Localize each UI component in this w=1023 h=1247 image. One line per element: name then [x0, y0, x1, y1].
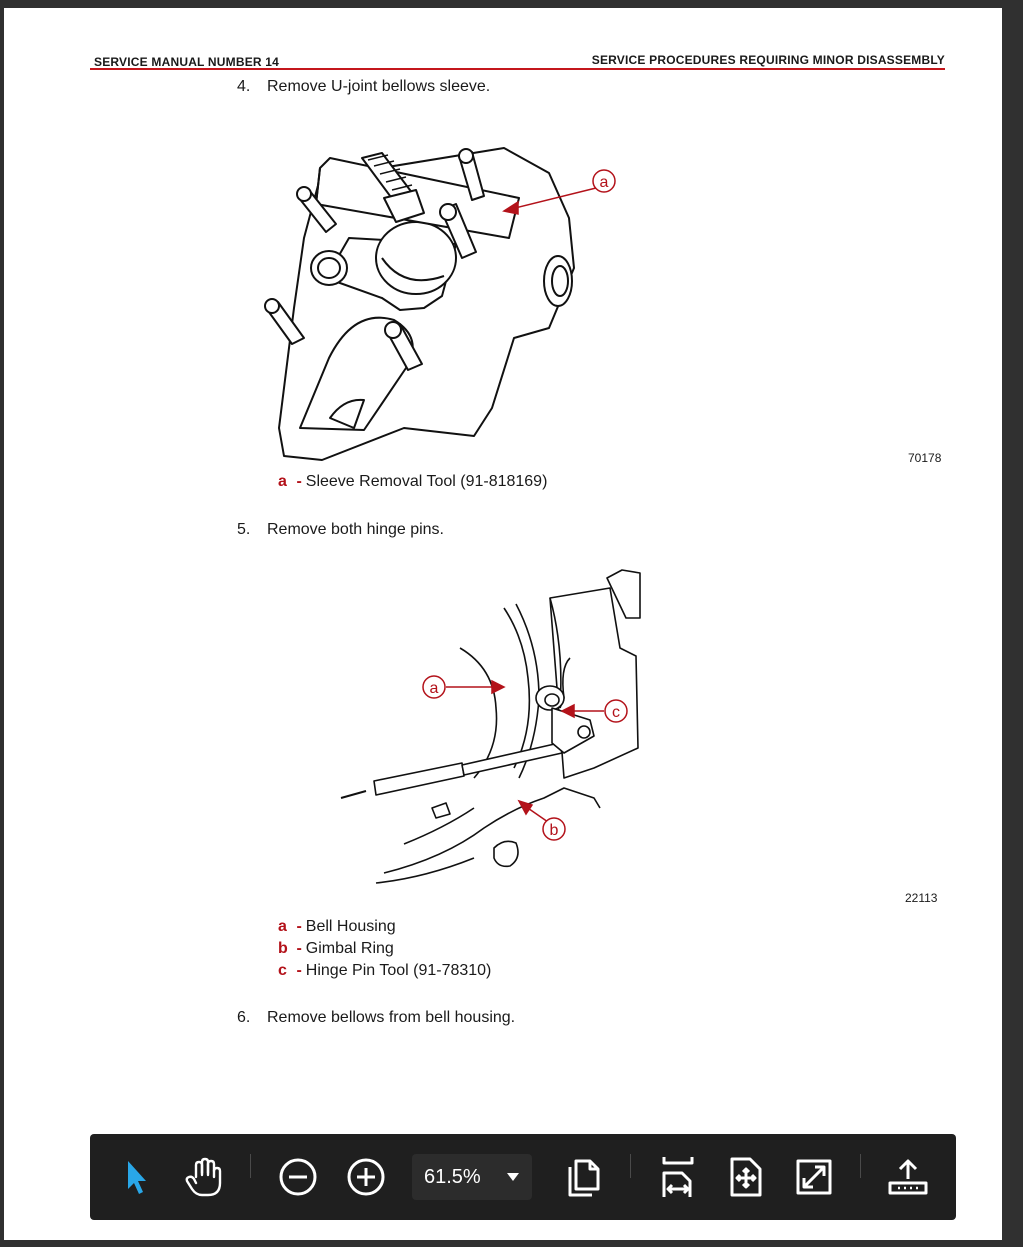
toolbar-separator [860, 1154, 861, 1178]
figure-hinge-pins: a c b [340, 569, 641, 884]
legend-dash: - [296, 962, 302, 979]
step-4: 4. Remove U-joint bellows sleeve. [237, 78, 490, 96]
callout-label: a [430, 680, 439, 697]
zoom-value: 61.5% [424, 1165, 481, 1188]
viewer-toolbar: 61.5% [90, 1134, 956, 1220]
legend-item: a -Bell Housing [278, 916, 491, 938]
fit-width-icon[interactable] [656, 1134, 700, 1220]
legend-dash: - [296, 918, 302, 935]
legend-key: c [278, 962, 287, 979]
step-number: 6. [237, 1009, 251, 1026]
toolbar-separator [630, 1154, 631, 1178]
legend-item: c -Hinge Pin Tool (91-78310) [278, 960, 491, 982]
legend-key: a [278, 918, 287, 935]
legend-text: Hinge Pin Tool (91-78310) [305, 962, 492, 979]
figure-sleeve-removal: a [264, 147, 616, 461]
toolbar-separator [250, 1154, 251, 1178]
document-page: SERVICE MANUAL NUMBER 14 SERVICE PROCEDU… [4, 8, 1002, 1240]
hand-pan-icon[interactable] [178, 1134, 230, 1220]
callout-label: c [612, 704, 620, 721]
step-text: Remove U-joint bellows sleeve. [267, 78, 491, 95]
legend-text: Gimbal Ring [305, 940, 394, 957]
callout-a-fig1 [502, 169, 616, 215]
select-cursor-icon[interactable] [116, 1134, 156, 1220]
step-number: 5. [237, 521, 251, 538]
step-6: 6. Remove bellows from bell housing. [237, 1009, 515, 1027]
header-left: SERVICE MANUAL NUMBER 14 [94, 55, 280, 69]
step-text: Remove both hinge pins. [267, 521, 444, 538]
step-5: 5. Remove both hinge pins. [237, 521, 444, 539]
legend-fig2: a -Bell Housing b -Gimbal Ring c -Hinge … [278, 916, 491, 982]
legend-item: a -Sleeve Removal Tool (91-818169) [278, 471, 547, 493]
legend-dash: - [296, 940, 302, 957]
legend-text: Bell Housing [305, 918, 396, 935]
legend-item: b -Gimbal Ring [278, 938, 491, 960]
page-view-icon[interactable] [562, 1134, 606, 1220]
legend-dash: - [296, 473, 302, 490]
step-text: Remove bellows from bell housing. [267, 1009, 516, 1026]
callout-label: a [600, 174, 609, 191]
export-icon[interactable] [886, 1134, 930, 1220]
legend-fig1: a -Sleeve Removal Tool (91-818169) [278, 471, 547, 493]
zoom-out-icon[interactable] [276, 1134, 320, 1220]
figure-number: 22113 [905, 891, 938, 905]
zoom-in-icon[interactable] [344, 1134, 388, 1220]
legend-key: a [278, 473, 287, 490]
callout-label: b [550, 822, 559, 839]
zoom-select[interactable]: 61.5% [412, 1154, 532, 1200]
header-right: SERVICE PROCEDURES REQUIRING MINOR DISAS… [591, 53, 945, 67]
legend-text: Sleeve Removal Tool (91-818169) [305, 473, 548, 490]
fit-page-icon[interactable] [724, 1134, 768, 1220]
chevron-down-icon [507, 1173, 519, 1181]
fullscreen-icon[interactable] [792, 1134, 836, 1220]
step-number: 4. [237, 78, 251, 95]
header-rule [90, 68, 945, 70]
legend-key: b [278, 940, 288, 957]
figure-number: 70178 [908, 451, 942, 465]
